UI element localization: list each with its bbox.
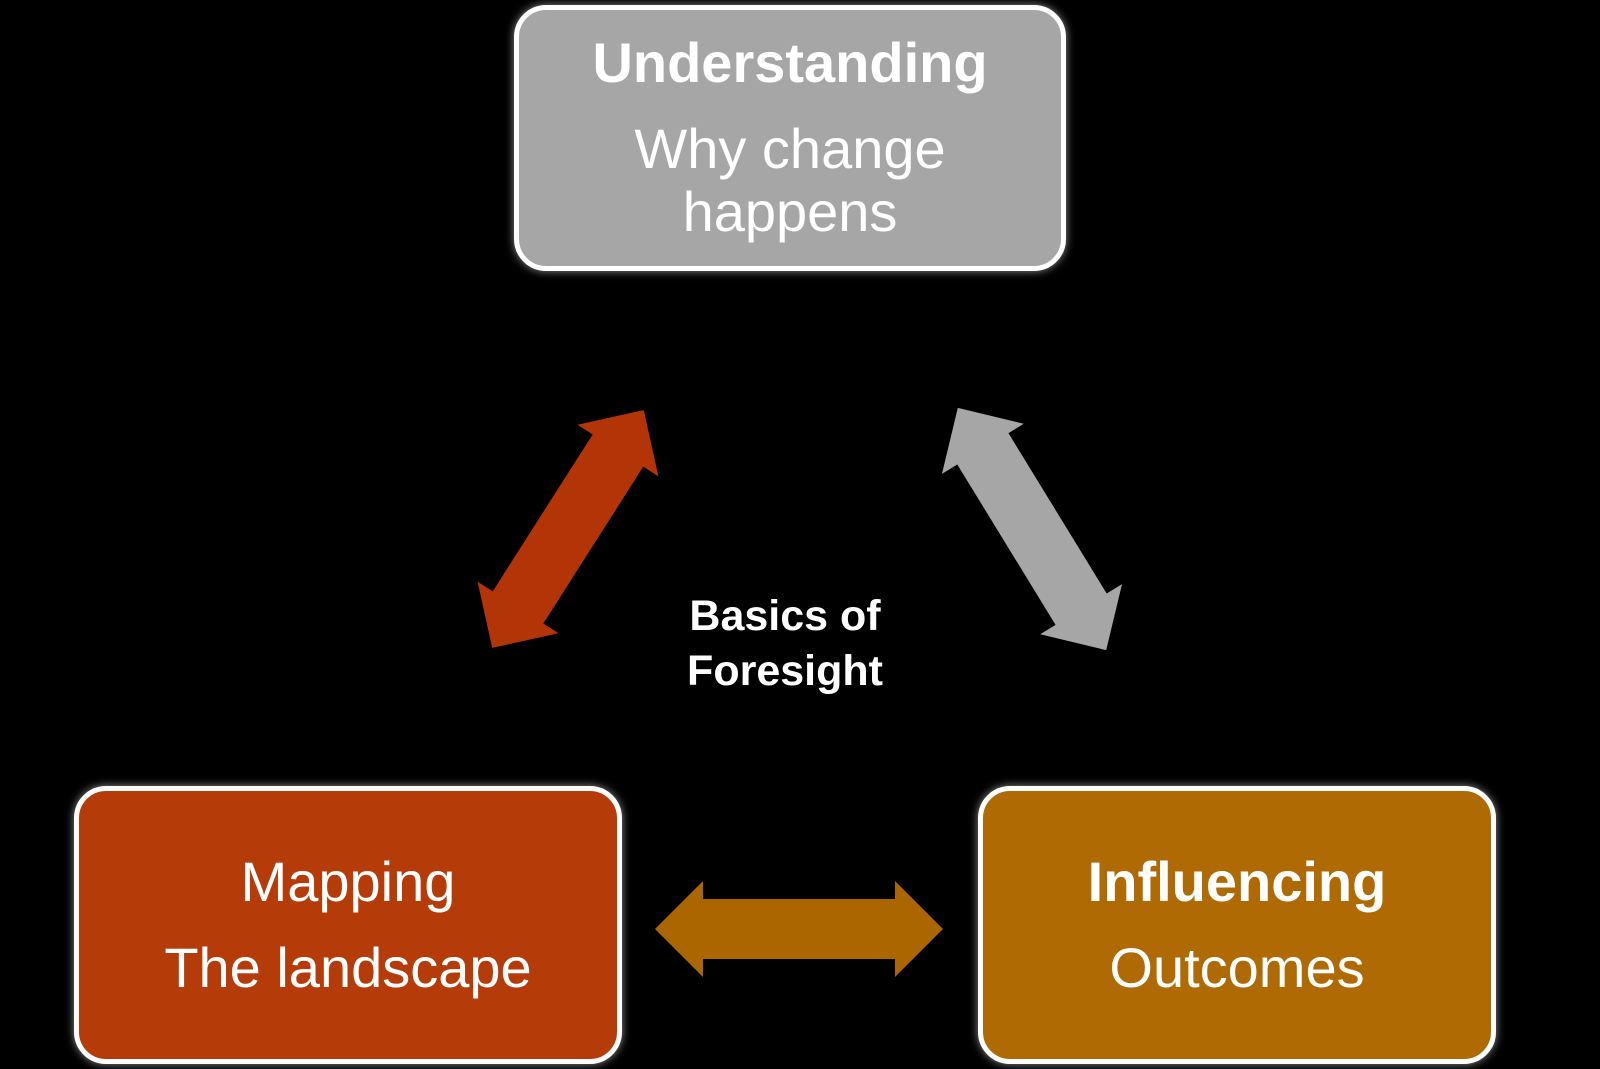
mapping-box: Mapping The landscape xyxy=(74,786,622,1064)
influencing-box: Influencing Outcomes xyxy=(978,786,1496,1064)
double-arrow-icon-understanding-mapping xyxy=(477,410,659,648)
influencing-subtitle: Outcomes xyxy=(1109,935,1365,999)
mapping-subtitle: The landscape xyxy=(164,935,532,999)
understanding-subtitle: Why change happens xyxy=(634,117,946,244)
center-label-line2: Foresight xyxy=(687,647,883,695)
double-arrow-icon-understanding-influencing xyxy=(941,407,1123,651)
understanding-title: Understanding xyxy=(592,31,988,95)
center-label: Basics of Foresight xyxy=(687,589,883,699)
double-arrow-icon-mapping-influencing xyxy=(655,881,943,977)
center-label-line1: Basics of xyxy=(689,591,881,640)
understanding-box: Understanding Why change happens xyxy=(514,5,1066,271)
influencing-title: Influencing xyxy=(1087,850,1387,913)
mapping-title: Mapping xyxy=(240,850,456,913)
